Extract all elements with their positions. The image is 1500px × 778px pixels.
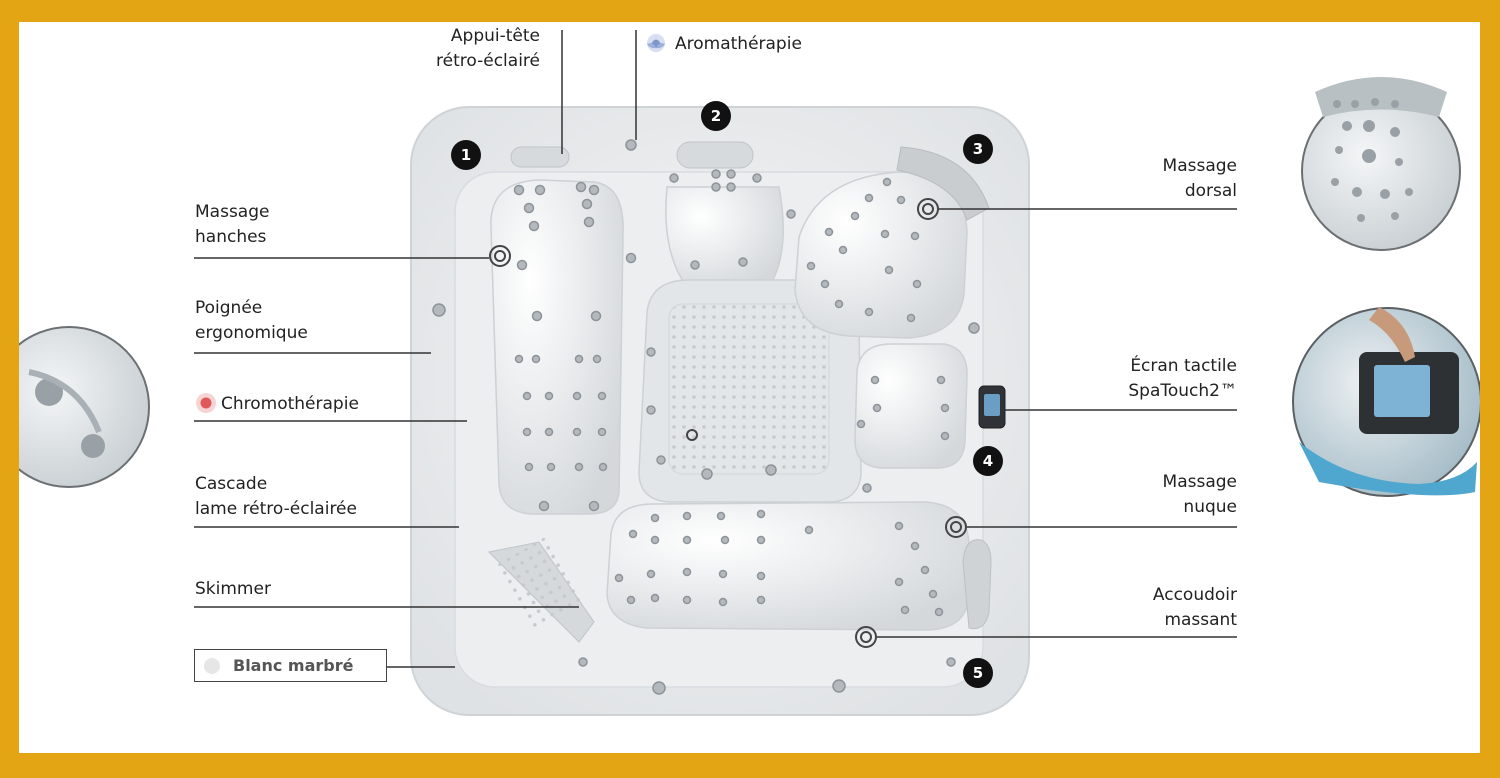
label-appui-tete: Appui-tête rétro-éclairé [436, 26, 540, 71]
spa-illustration [19, 30, 1480, 716]
seat-5-bench [606, 501, 992, 631]
seat-1-lounger [490, 146, 624, 515]
light-bulb-icon [196, 393, 216, 413]
label-chromotherapie: Chromothérapie [221, 394, 359, 414]
lotus-icon [647, 34, 665, 52]
detail-photo-touchscreen [1292, 307, 1480, 497]
seat-marker-5: 5 [963, 658, 993, 688]
finish-legend: Blanc marbré [194, 649, 387, 682]
seat-3-area [794, 146, 990, 339]
skimmer-cascade [487, 534, 595, 643]
seat-marker-1: 1 [451, 140, 481, 170]
color-swatch-icon [204, 658, 220, 674]
label-poignee-ergonomique: Poignée ergonomique [195, 298, 308, 343]
label-ecran-tactile: Écran tactile SpaTouch2™ [1128, 356, 1237, 401]
highlighted-jets [489, 198, 967, 648]
detail-photo-lights [19, 326, 150, 488]
label-aromatherapie: Aromathérapie [675, 34, 802, 54]
seat-marker-2: 2 [701, 101, 731, 131]
seat-4-area [854, 343, 1006, 469]
label-massage-dorsal: Massage dorsal [1162, 156, 1237, 201]
seat-marker-4: 4 [973, 446, 1003, 476]
jets [432, 139, 980, 695]
detail-photo-jets [1301, 77, 1461, 251]
finish-name: Blanc marbré [233, 656, 354, 675]
label-massage-hanches: Massage hanches [195, 202, 270, 247]
label-skimmer: Skimmer [195, 579, 271, 599]
label-accoudoir-massant: Accoudoir massant [1152, 585, 1237, 630]
label-massage-nuque: Massage nuque [1162, 472, 1237, 517]
leader-lines [194, 30, 1237, 668]
label-cascade: Cascade lame rétro-éclairée [195, 474, 357, 519]
seat-marker-3: 3 [963, 134, 993, 164]
diagram-frame: 1 2 3 4 5 Appui-tête rétro-éclairé Aroma… [19, 22, 1480, 753]
